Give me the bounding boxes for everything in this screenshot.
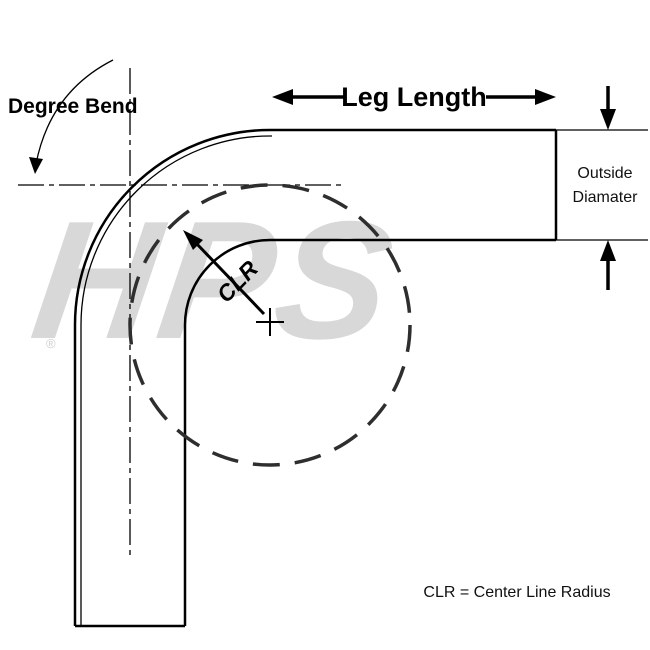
degree-bend-arc xyxy=(35,59,114,165)
leg-length-arrowhead-right xyxy=(535,89,556,105)
clr-radius-arrow xyxy=(183,230,266,316)
outside-diameter-label-line1: Outside xyxy=(577,165,632,182)
degree-bend-arrowhead xyxy=(29,157,43,174)
pipe-outline xyxy=(73,128,648,628)
od-arrowhead-top xyxy=(600,109,616,130)
clr-arrow-line xyxy=(194,241,266,316)
registered-trademark-symbol: ® xyxy=(46,336,56,351)
leg-length-dimension xyxy=(272,89,556,105)
leg-length-label: Leg Length xyxy=(341,82,486,112)
clr-dashed-circle xyxy=(128,183,412,467)
outside-diameter-dimension xyxy=(600,86,616,290)
leg-length-arrowhead-left xyxy=(272,89,293,105)
od-arrowhead-bottom xyxy=(600,240,616,261)
clr-arrowhead xyxy=(183,230,203,250)
pipe-outer-edge xyxy=(73,128,556,626)
clr-legend-text: CLR = Center Line Radius xyxy=(423,584,610,601)
degree-bend-indicator xyxy=(29,59,114,174)
outside-diameter-label-line2: Diamater xyxy=(573,189,639,206)
centerlines xyxy=(18,68,345,558)
center-cross-mark xyxy=(256,308,284,336)
degree-bend-label: Degree Bend xyxy=(8,95,138,118)
pipe-wall-thickness-line xyxy=(80,135,273,626)
pipe-inner-edge xyxy=(183,238,556,626)
clr-label: CLR xyxy=(211,255,263,307)
